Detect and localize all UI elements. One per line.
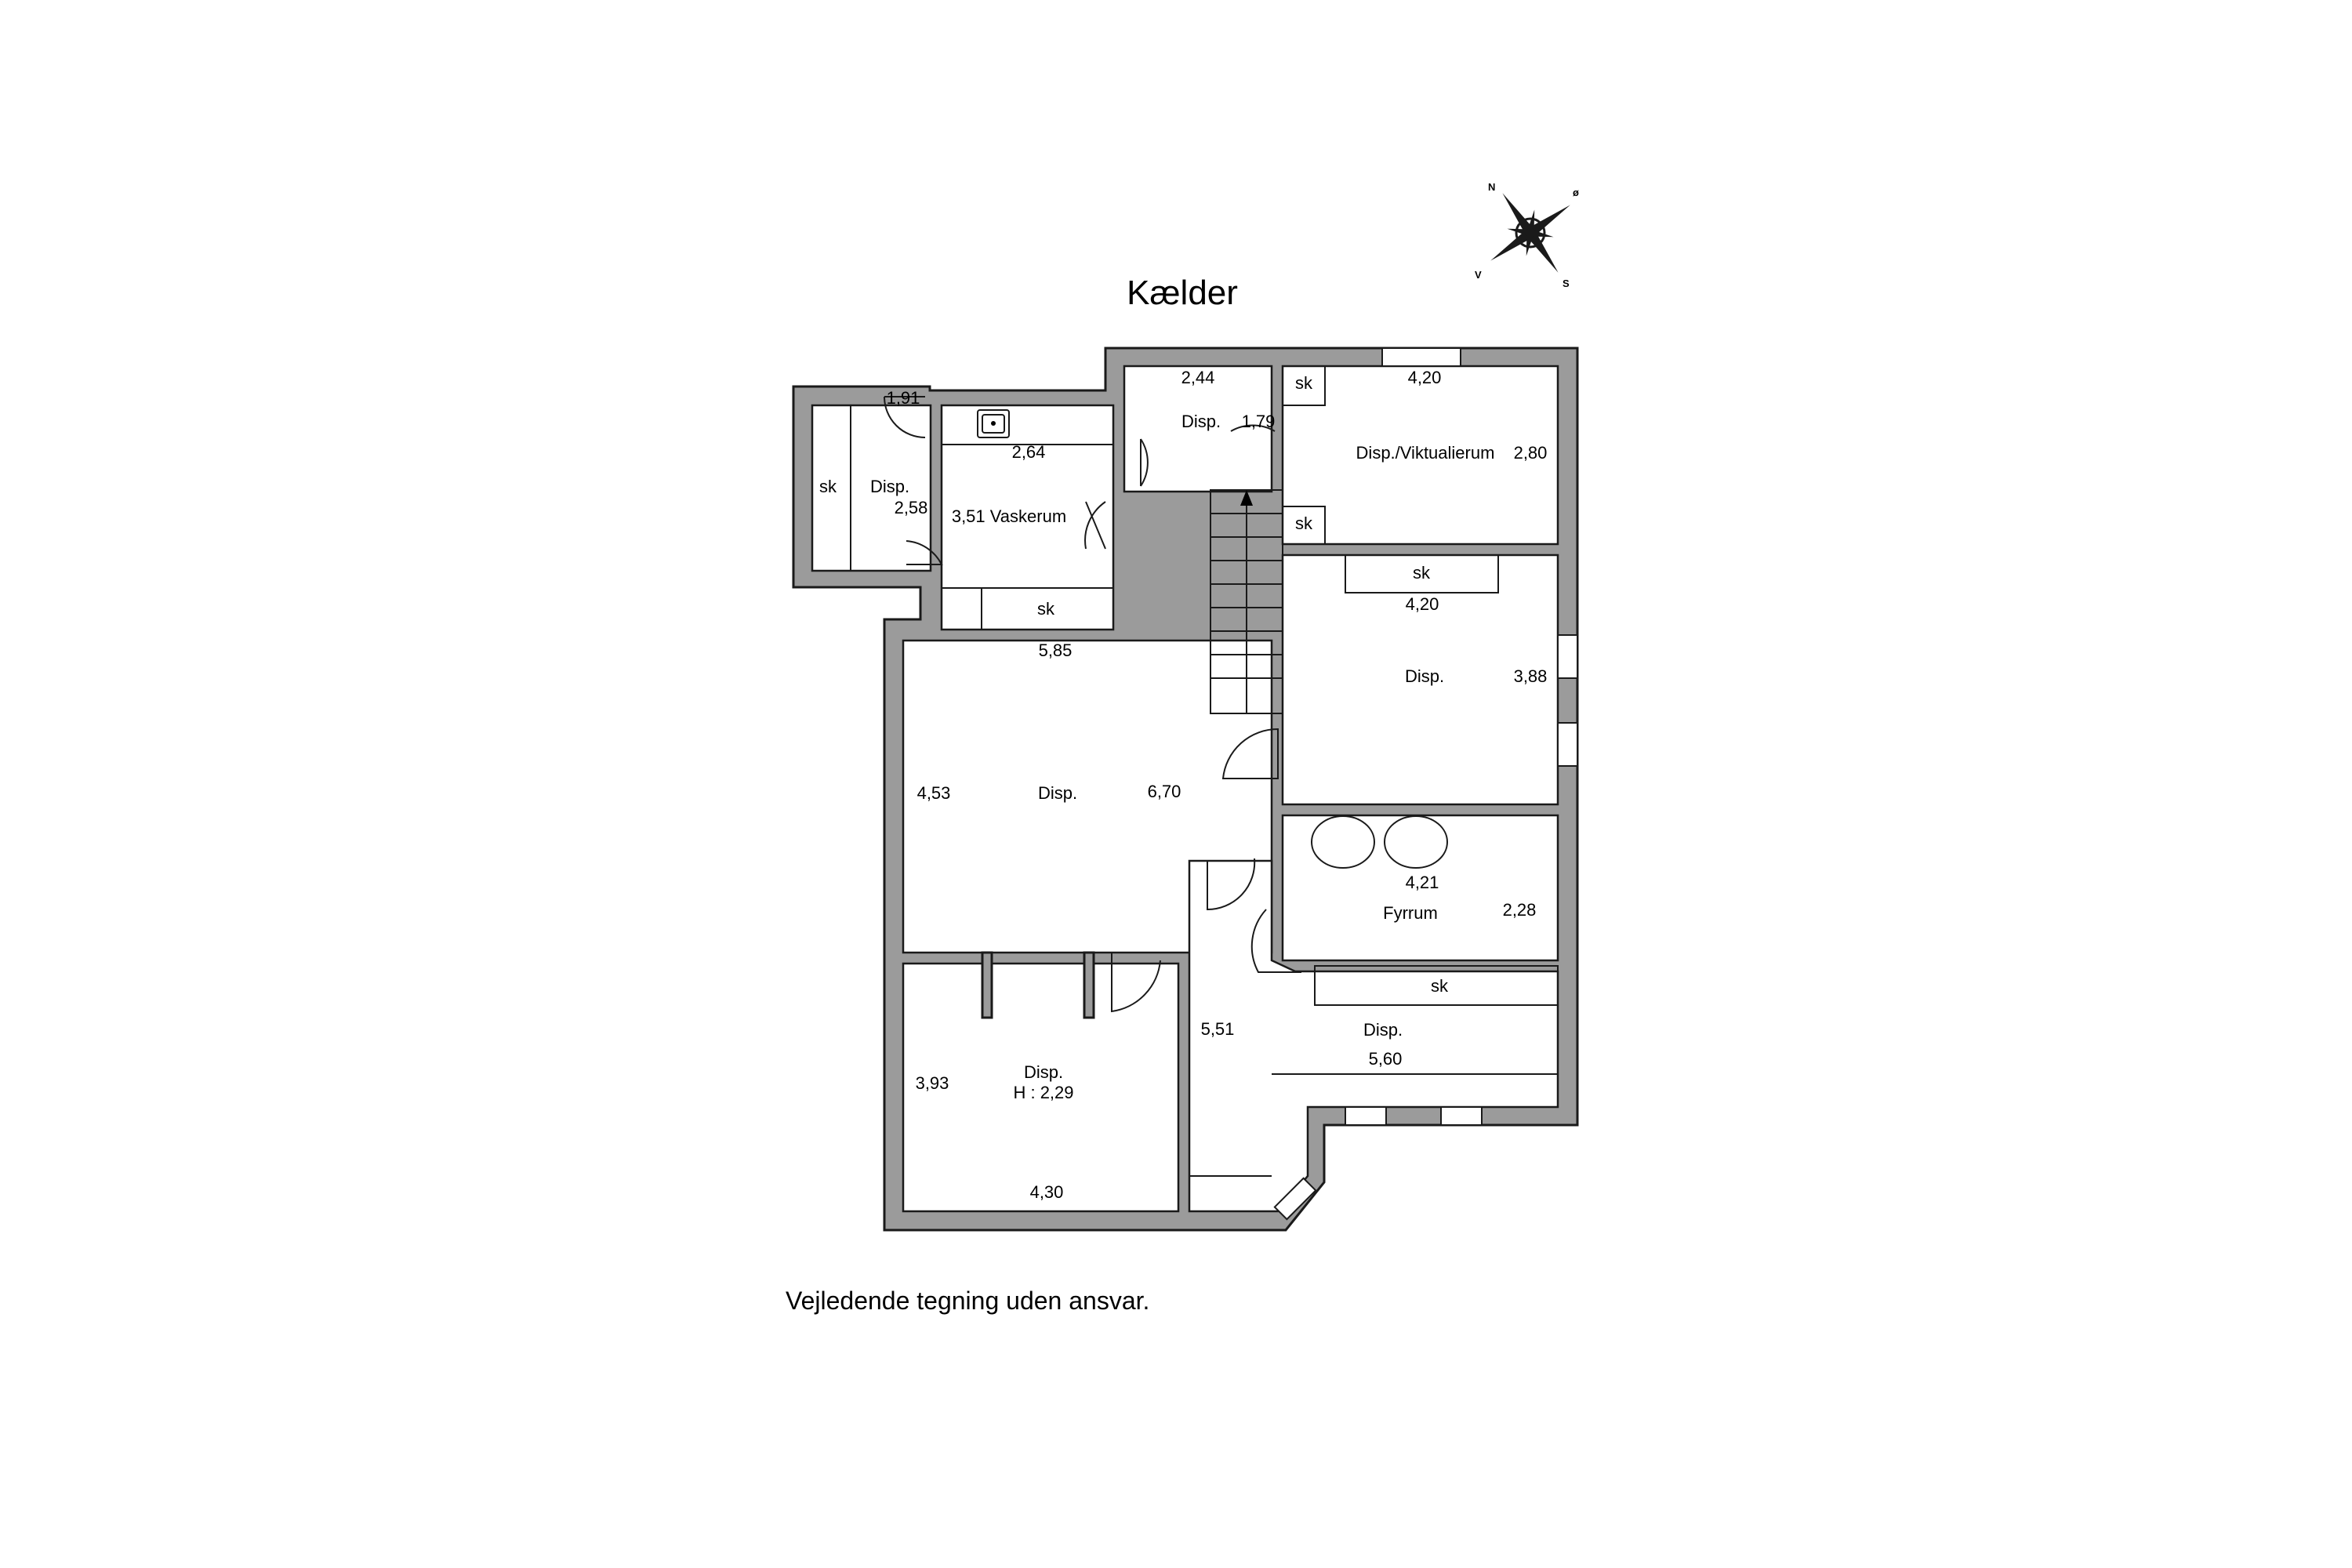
compass-south-label: S	[1563, 278, 1570, 289]
compass-east-label: ø	[1573, 187, 1579, 198]
label-sk-mid: sk	[1413, 563, 1431, 583]
window-bottom-1	[1345, 1106, 1387, 1126]
window-right-2	[1557, 722, 1578, 767]
label-1-91: 1,91	[887, 388, 920, 408]
compass-west-label: V	[1475, 269, 1482, 281]
label-disp-mid: Disp.	[1405, 666, 1444, 686]
label-4-30: 4,30	[1030, 1182, 1064, 1202]
label-4-20-b: 4,20	[1406, 594, 1439, 614]
label-2-80: 2,80	[1514, 443, 1548, 463]
room-disp-bottom-right	[1188, 859, 1559, 1213]
tank-icon-2	[1384, 815, 1448, 869]
label-fyrrum: Fyrrum	[1383, 903, 1438, 923]
room-labels: 1,91 sk Disp. 2,58 2,64 3,51 Vaskerum sk…	[819, 368, 1547, 1202]
label-2-58: 2,58	[895, 498, 928, 517]
label-sk-top2: sk	[1295, 514, 1313, 533]
room-disp-small	[1123, 365, 1273, 493]
plan-title: Kælder	[1127, 274, 1238, 312]
window-top	[1381, 347, 1461, 367]
label-disp-low: Disp.	[1363, 1020, 1403, 1040]
label-5-51: 5,51	[1201, 1019, 1235, 1039]
room-disp-mid	[1281, 554, 1559, 806]
label-5-60: 5,60	[1369, 1049, 1403, 1069]
label-4-20-a: 4,20	[1408, 368, 1442, 387]
label-disp-small: Disp.	[1181, 412, 1221, 431]
label-3-93: 3,93	[916, 1073, 949, 1093]
label-2-64: 2,64	[1012, 442, 1046, 462]
stairs	[1210, 489, 1283, 714]
room-disp-left	[811, 404, 932, 572]
label-disp-main: Disp.	[1038, 783, 1077, 803]
label-2-28: 2,28	[1503, 900, 1537, 920]
label-sk-top1: sk	[1295, 373, 1313, 393]
compass-north-label: N	[1488, 181, 1495, 193]
windows	[1273, 347, 1578, 1221]
window-bottom-corner	[1273, 1177, 1317, 1221]
label-6-70: 6,70	[1148, 782, 1181, 801]
label-5-85: 5,85	[1039, 641, 1073, 660]
window-right-1	[1557, 634, 1578, 679]
window-bottom-2	[1440, 1106, 1483, 1126]
label-sk-low: sk	[1431, 976, 1449, 996]
fixtures	[977, 409, 1448, 869]
label-1-79: 1,79	[1242, 412, 1276, 431]
compass-rose-icon	[1490, 193, 1570, 273]
label-disp-bl: Disp.	[1024, 1062, 1063, 1082]
partitions	[850, 365, 1559, 1177]
disclaimer-note: Vejledende tegning uden ansvar.	[786, 1287, 1149, 1315]
label-4-53: 4,53	[917, 783, 951, 803]
room-viktualierum	[1281, 365, 1559, 546]
stair-arrow-icon	[1240, 490, 1253, 506]
label-disp-left: Disp.	[870, 477, 909, 496]
label-height-bl: H : 2,29	[1013, 1083, 1073, 1102]
label-2-44: 2,44	[1181, 368, 1215, 387]
label-vaskerum: 3,51 Vaskerum	[952, 506, 1066, 526]
doors	[884, 396, 1301, 1013]
label-3-88: 3,88	[1514, 666, 1548, 686]
label-sk-vask: sk	[1037, 599, 1055, 619]
label-viktualierum: Disp./Viktualierum	[1356, 443, 1495, 463]
label-sk-left: sk	[819, 477, 837, 496]
rooms	[811, 365, 1559, 1213]
room-vaskerum	[940, 404, 1115, 631]
tank-icon-1	[1311, 815, 1375, 869]
label-4-21: 4,21	[1406, 873, 1439, 892]
